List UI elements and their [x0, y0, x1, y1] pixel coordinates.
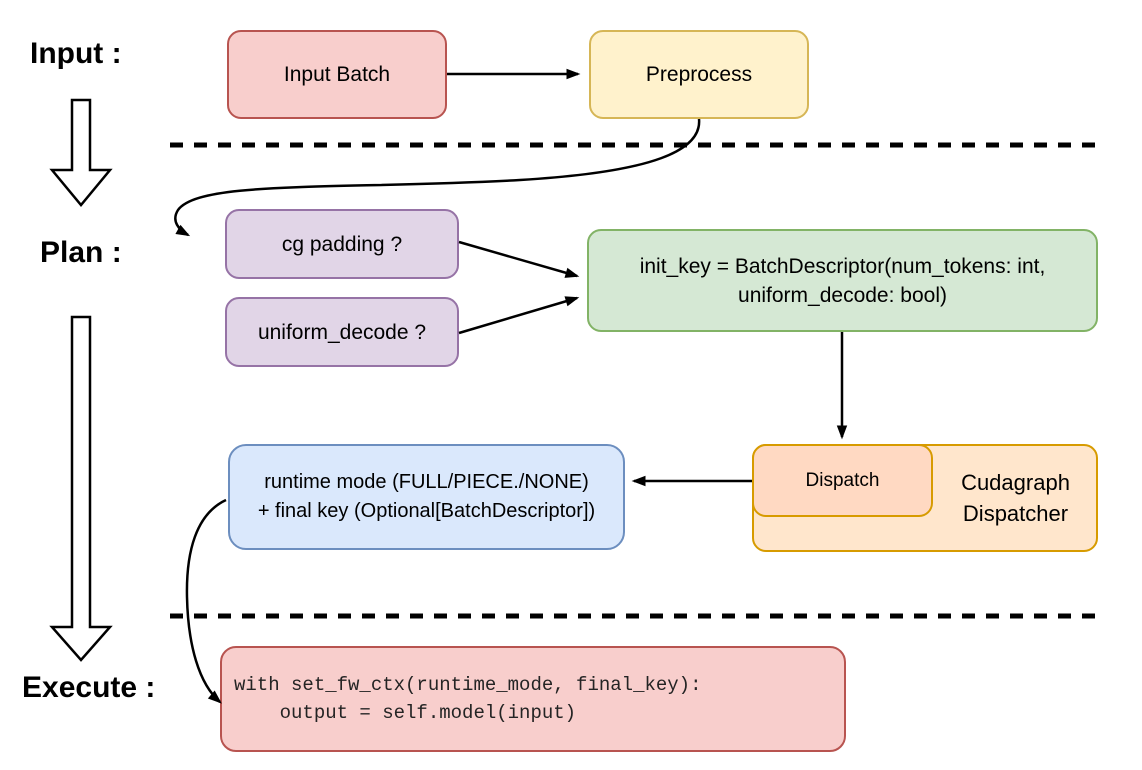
node-cudagraph-dispatcher-label: Cudagraph Dispatcher [933, 444, 1098, 552]
node-execute-code: with set_fw_ctx(runtime_mode, final_key)… [220, 646, 846, 752]
node-runtime-mode-line1: runtime mode (FULL/PIECE./NONE) [264, 471, 589, 493]
node-init-key-line2: uniform_decode: bool) [738, 283, 947, 307]
node-uniform-decode: uniform_decode ? [225, 297, 459, 367]
node-runtime-mode: runtime mode (FULL/PIECE./NONE) + final … [228, 444, 625, 550]
node-uniform-decode-label: uniform_decode ? [257, 320, 427, 344]
stage-label-plan: Plan : [40, 236, 122, 269]
node-preprocess-label: Preprocess [645, 63, 753, 86]
node-preprocess: Preprocess [589, 30, 809, 119]
stage-label-execute: Execute : [22, 671, 156, 704]
cudagraph-label-line1: Cudagraph [961, 470, 1070, 495]
node-input-batch-label: Input Batch [283, 63, 391, 86]
arrow-cg-padding-to-init-key [458, 240, 580, 278]
node-dispatch-label: Dispatch [805, 470, 880, 491]
cudagraph-label-line2: Dispatcher [962, 501, 1069, 526]
node-dispatch: Dispatch [752, 444, 933, 517]
arrow-uniform-decode-to-init-key [458, 296, 580, 335]
node-init-key-line1: init_key = BatchDescriptor(num_tokens: i… [639, 254, 1046, 278]
node-init-key: init_key = BatchDescriptor(num_tokens: i… [587, 229, 1098, 332]
node-cg-padding-label: cg padding ? [281, 232, 403, 256]
execute-code-line2: output = self.model(input) [234, 702, 577, 724]
node-runtime-mode-line2: + final key (Optional[BatchDescriptor]) [257, 500, 596, 522]
execute-code-line1: with set_fw_ctx(runtime_mode, final_key)… [234, 674, 702, 696]
node-input-batch: Input Batch [227, 30, 447, 119]
stage-arrow-plan-to-execute-icon [49, 315, 113, 662]
stage-arrow-input-to-plan-icon [49, 98, 113, 207]
node-cg-padding: cg padding ? [225, 209, 459, 279]
stage-label-input: Input : [30, 37, 122, 70]
